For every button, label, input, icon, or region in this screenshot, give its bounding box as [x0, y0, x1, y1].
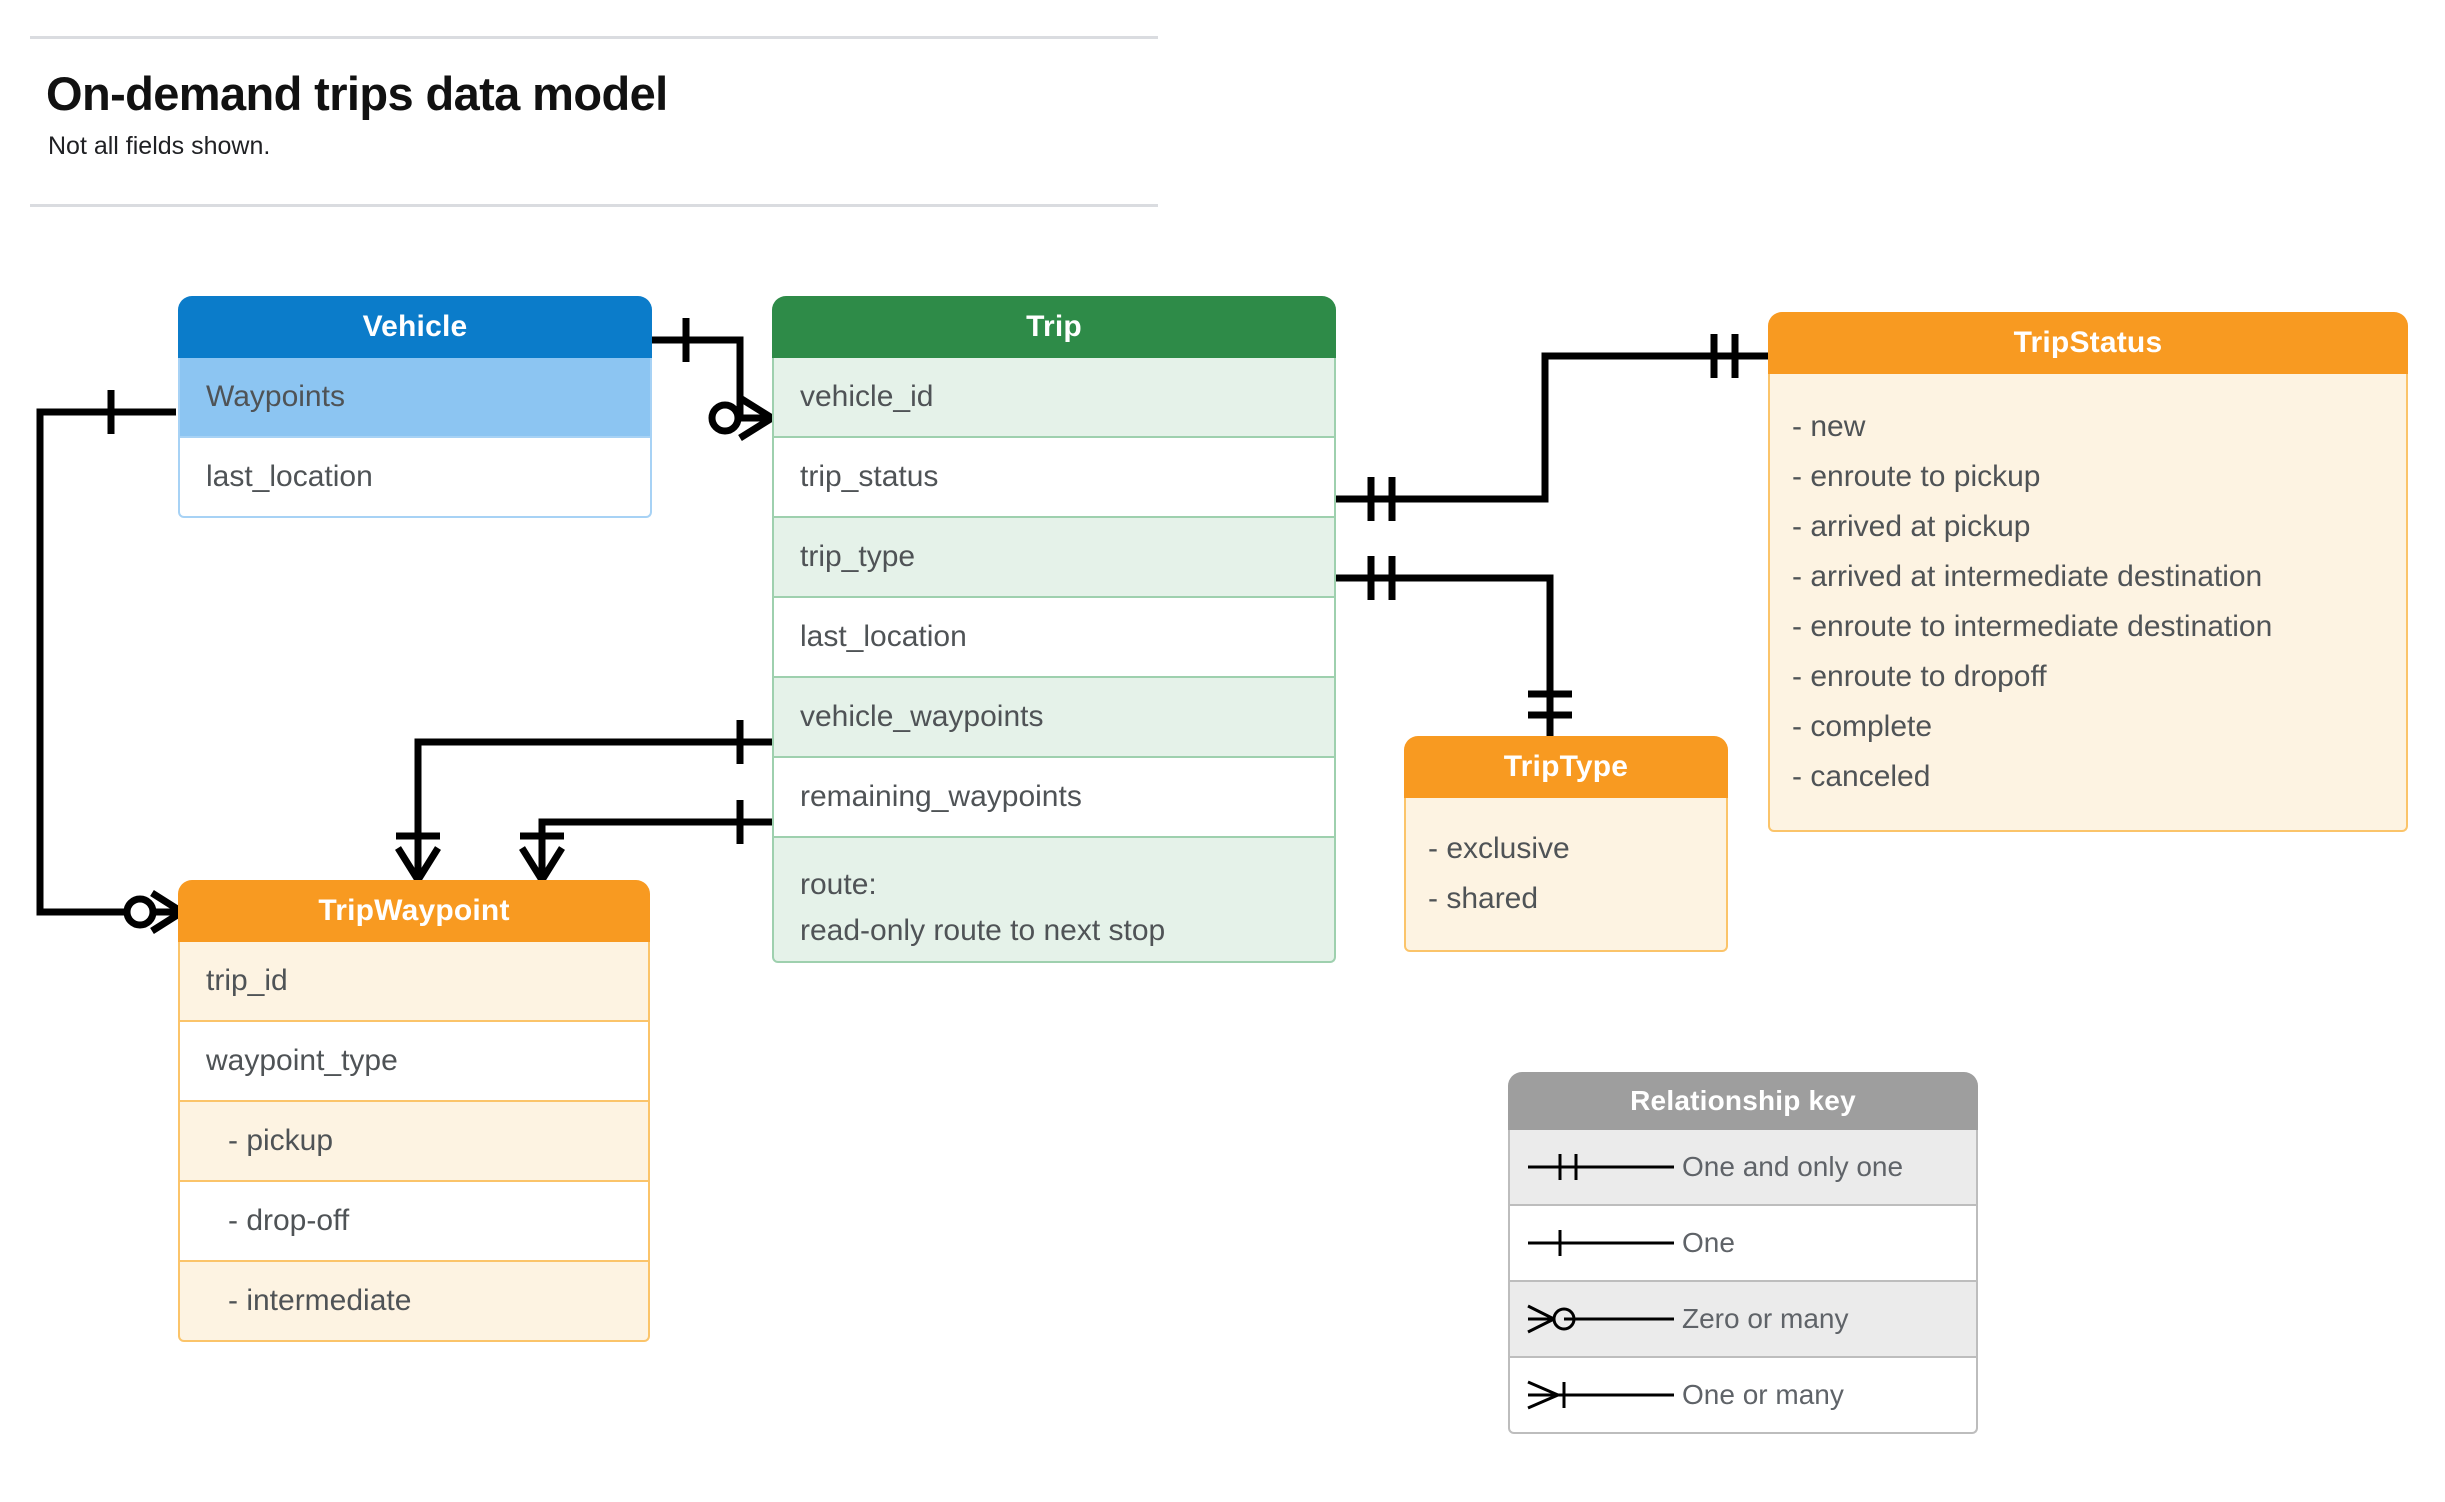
one-or-many-icon — [1524, 1375, 1682, 1415]
field-trip-last-location[interactable]: last_location — [772, 598, 1336, 678]
entity-vehicle-title: Vehicle — [178, 296, 652, 358]
field-trip-route[interactable]: route: read-only route to next stop — [772, 838, 1336, 963]
entity-trip-status-values: - new - enroute to pickup - arrived at p… — [1768, 374, 2408, 832]
field-label: waypoint_type — [206, 1044, 398, 1077]
entity-trip-title: Trip — [772, 296, 1336, 358]
value-shared: - shared — [1428, 882, 1539, 915]
legend-title: Relationship key — [1508, 1072, 1978, 1130]
field-label: - drop-off — [228, 1204, 350, 1237]
entity-trip-type-values: - exclusive - shared — [1404, 798, 1728, 952]
value-arrived-at-intermediate-destination: - arrived at intermediate destination — [1792, 560, 2263, 593]
field-tripwaypoint-waypoint-type[interactable]: waypoint_type — [178, 1022, 650, 1102]
zero-or-many-icon — [1524, 1299, 1682, 1339]
field-label: remaining_waypoints — [800, 780, 1082, 813]
field-trip-trip-status[interactable]: trip_status — [772, 438, 1336, 518]
value-enroute-to-dropoff: - enroute to dropoff — [1792, 660, 2047, 693]
field-label: trip_id — [206, 964, 288, 997]
header-rule-top — [30, 36, 1158, 39]
entity-vehicle[interactable]: Vehicle Waypoints last_location — [178, 296, 652, 518]
header-rule-bottom — [30, 204, 1158, 207]
field-label: - intermediate — [228, 1284, 412, 1317]
value-canceled: - canceled — [1792, 760, 1931, 793]
page-subtitle: Not all fields shown. — [48, 132, 271, 160]
field-trip-trip-type[interactable]: trip_type — [772, 518, 1336, 598]
legend-label: One and only one — [1682, 1151, 1904, 1182]
field-label: route: — [800, 868, 877, 901]
legend-row-one-or-many: One or many — [1508, 1358, 1978, 1434]
field-label: last_location — [800, 620, 967, 653]
legend-row-zero-or-many: Zero or many — [1508, 1282, 1978, 1358]
entity-trip[interactable]: Trip vehicle_id trip_status trip_type la… — [772, 296, 1336, 963]
value-new: - new — [1792, 410, 1866, 443]
value-arrived-at-pickup: - arrived at pickup — [1792, 510, 2031, 543]
field-trip-remaining-waypoints[interactable]: remaining_waypoints — [772, 758, 1336, 838]
field-label: trip_type — [800, 540, 916, 573]
field-label: Waypoints — [206, 380, 345, 413]
field-tripwaypoint-trip-id[interactable]: trip_id — [178, 942, 650, 1022]
value-exclusive: - exclusive — [1428, 832, 1570, 865]
entity-trip-status[interactable]: TripStatus - new - enroute to pickup - a… — [1768, 312, 2408, 832]
field-label: trip_status — [800, 460, 939, 493]
field-vehicle-last-location[interactable]: last_location — [178, 438, 652, 518]
field-label: vehicle_waypoints — [800, 700, 1044, 733]
field-label: - pickup — [228, 1124, 334, 1157]
legend-relationship-key[interactable]: Relationship key One and only one One — [1508, 1072, 1978, 1434]
value-enroute-to-pickup: - enroute to pickup — [1792, 460, 2041, 493]
entity-trip-waypoint[interactable]: TripWaypoint trip_id waypoint_type - pic… — [178, 880, 650, 1342]
legend-label: Zero or many — [1682, 1303, 1849, 1334]
field-label: last_location — [206, 460, 373, 493]
entity-trip-type[interactable]: TripType - exclusive - shared — [1404, 736, 1728, 952]
field-tripwaypoint-dropoff[interactable]: - drop-off — [178, 1182, 650, 1262]
entity-trip-type-title: TripType — [1404, 736, 1728, 798]
field-description: read-only route to next stop — [800, 914, 1166, 947]
legend-label: One or many — [1682, 1379, 1844, 1410]
legend-label: One — [1682, 1227, 1735, 1258]
legend-row-one-and-only-one: One and only one — [1508, 1130, 1978, 1206]
field-vehicle-waypoints[interactable]: Waypoints — [178, 358, 652, 438]
legend-row-one: One — [1508, 1206, 1978, 1282]
field-trip-vehicle-waypoints[interactable]: vehicle_waypoints — [772, 678, 1336, 758]
entity-trip-waypoint-title: TripWaypoint — [178, 880, 650, 942]
field-trip-vehicle-id[interactable]: vehicle_id — [772, 358, 1336, 438]
field-tripwaypoint-pickup[interactable]: - pickup — [178, 1102, 650, 1182]
value-complete: - complete — [1792, 710, 1933, 743]
page-title: On-demand trips data model — [46, 67, 668, 120]
one-and-only-one-icon — [1524, 1147, 1682, 1187]
field-label: vehicle_id — [800, 380, 934, 413]
one-icon — [1524, 1223, 1682, 1263]
value-enroute-to-intermediate-destination: - enroute to intermediate destination — [1792, 610, 2273, 643]
entity-trip-status-title: TripStatus — [1768, 312, 2408, 374]
field-tripwaypoint-intermediate[interactable]: - intermediate — [178, 1262, 650, 1342]
